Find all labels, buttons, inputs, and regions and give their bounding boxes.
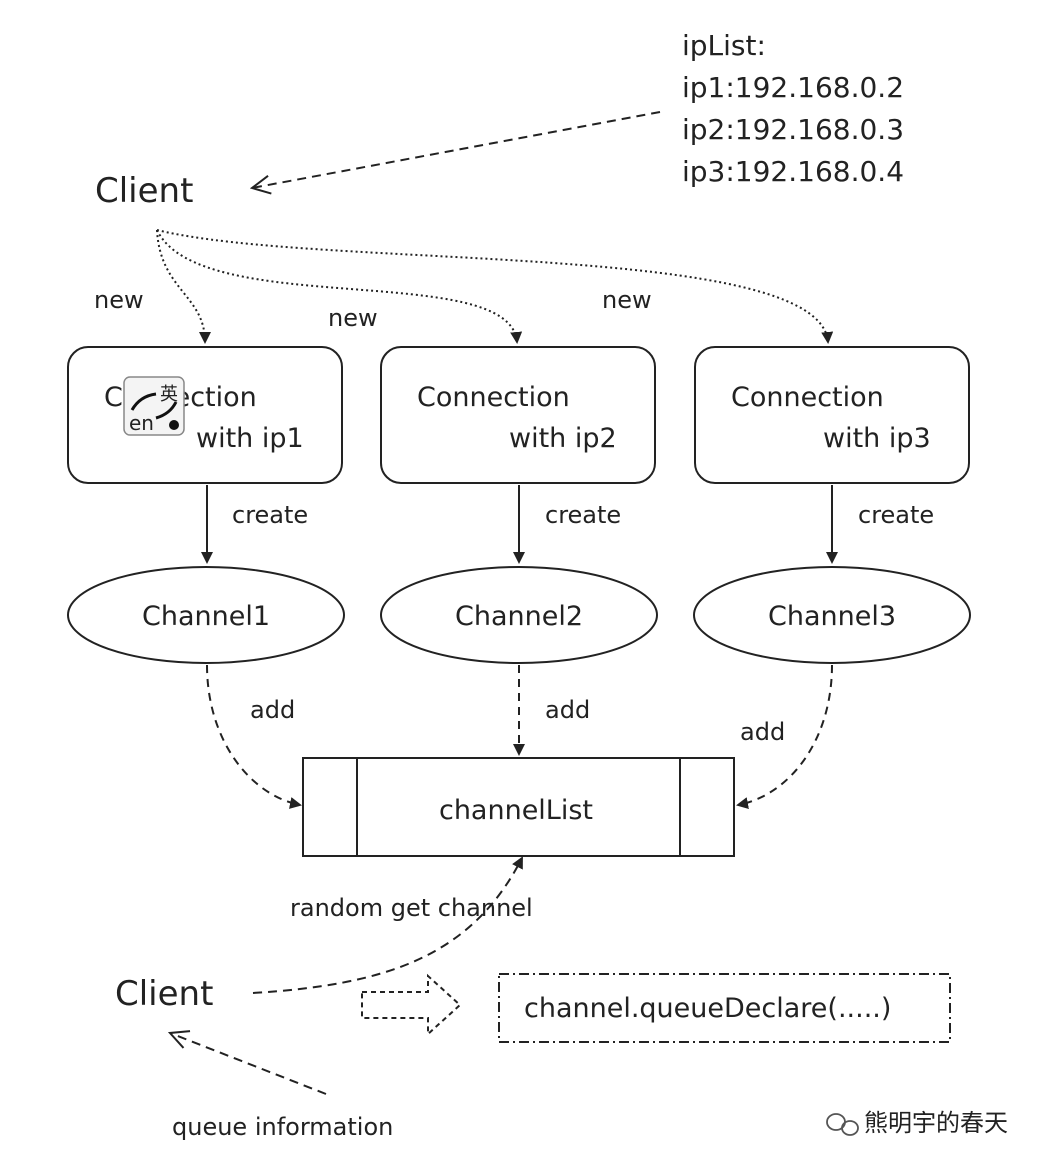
connection-box-2: Connection with ip2 bbox=[380, 346, 656, 484]
connection-3-line1: Connection bbox=[731, 382, 884, 413]
connection-2-line2: with ip2 bbox=[509, 423, 617, 454]
connection-2-line1: Connection bbox=[417, 382, 570, 413]
watermark-label: 熊明宇的春天 bbox=[864, 1109, 1008, 1137]
client-bottom-label: Client bbox=[115, 974, 213, 1014]
queue-info-arrow bbox=[170, 1033, 327, 1095]
iplist-entry-3: ip3:192.168.0.4 bbox=[682, 155, 904, 188]
connection-box-1: Connection with ip1 bbox=[67, 346, 343, 484]
ime-badge-icon[interactable]: 英 en bbox=[123, 376, 185, 436]
queue-info-label: queue information bbox=[172, 1113, 393, 1141]
wechat-icon bbox=[826, 1113, 859, 1136]
add-label-1: add bbox=[250, 696, 295, 724]
new-label-3: new bbox=[602, 286, 652, 314]
client-to-connection-3-arrow bbox=[156, 229, 834, 344]
client-top-label: Client bbox=[95, 171, 193, 211]
ime-badge-bottom: en bbox=[129, 411, 154, 435]
channel-node-3: Channel3 bbox=[693, 566, 971, 664]
iplist-to-client-arrow bbox=[252, 111, 661, 188]
create-label-2: create bbox=[545, 501, 621, 529]
random-get-label: random get channel bbox=[290, 894, 533, 922]
channel-2-label: Channel2 bbox=[455, 601, 583, 632]
add-arrow-1 bbox=[206, 664, 302, 809]
channel-node-2: Channel2 bbox=[380, 566, 658, 664]
create-label-3: create bbox=[858, 501, 934, 529]
connection-3-line2: with ip3 bbox=[823, 423, 931, 454]
connection-box-3: Connection with ip3 bbox=[694, 346, 970, 484]
iplist-entry-1: ip1:192.168.0.2 bbox=[682, 71, 904, 104]
queue-declare-label: channel.queueDeclare(.....) bbox=[524, 993, 891, 1024]
add-label-3: add bbox=[740, 718, 785, 746]
iplist-entry-2: ip2:192.168.0.3 bbox=[682, 113, 904, 146]
new-label-2: new bbox=[328, 304, 378, 332]
create-label-1: create bbox=[232, 501, 308, 529]
queue-declare-box: channel.queueDeclare(.....) bbox=[498, 973, 951, 1043]
channel-1-label: Channel1 bbox=[142, 601, 270, 632]
iplist-header: ipList: bbox=[682, 29, 766, 62]
client-to-connection-2-arrow bbox=[156, 229, 523, 344]
ime-badge-top: 英 bbox=[160, 384, 178, 405]
connection-1-line2: with ip1 bbox=[196, 423, 304, 454]
add-label-2: add bbox=[545, 696, 590, 724]
channel-3-label: Channel3 bbox=[768, 601, 896, 632]
hollow-dashed-arrow bbox=[361, 973, 462, 1037]
client-to-connection-1-arrow bbox=[156, 229, 211, 344]
random-get-arrow bbox=[252, 856, 523, 994]
channel-list-box: channelList bbox=[302, 757, 735, 857]
channel-node-1: Channel1 bbox=[67, 566, 345, 664]
add-arrow-3 bbox=[736, 664, 833, 809]
channel-list-label: channelList bbox=[439, 795, 593, 826]
new-label-1: new bbox=[94, 286, 144, 314]
